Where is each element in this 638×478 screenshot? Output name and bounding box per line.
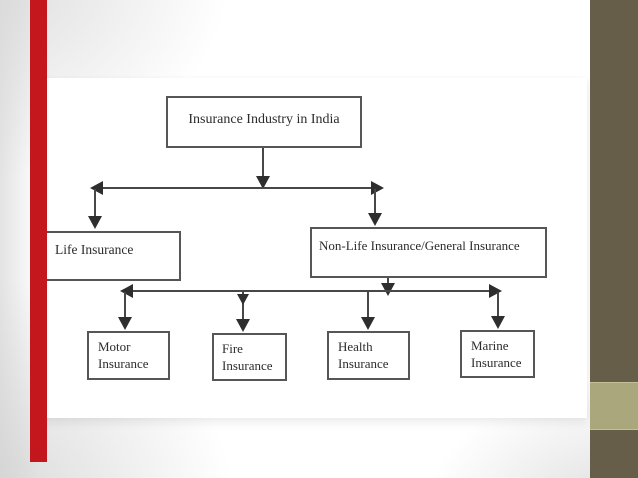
- node-motor-line2: Insurance: [98, 356, 149, 371]
- node-non-life-insurance: Non-Life Insurance/General Insurance: [310, 227, 547, 278]
- left-accent-bar: [30, 0, 47, 462]
- node-motor-insurance: Motor Insurance: [87, 331, 170, 380]
- node-marine-line1: Marine: [471, 338, 509, 353]
- right-accent-block: [590, 382, 638, 430]
- node-health-line2: Insurance: [338, 356, 389, 371]
- node-fire-line1: Fire: [222, 341, 243, 356]
- node-fire-line2: Insurance: [222, 358, 273, 373]
- node-marine-insurance: Marine Insurance: [460, 330, 535, 378]
- node-health-line1: Health: [338, 339, 373, 354]
- node-fire-insurance: Fire Insurance: [212, 333, 287, 381]
- node-marine-line2: Insurance: [471, 355, 522, 370]
- node-insurance-industry-in-india: Insurance Industry in India: [166, 96, 362, 148]
- node-motor-line1: Motor: [98, 339, 131, 354]
- node-life-insurance: Life Insurance: [44, 231, 181, 281]
- node-health-insurance: Health Insurance: [327, 331, 410, 380]
